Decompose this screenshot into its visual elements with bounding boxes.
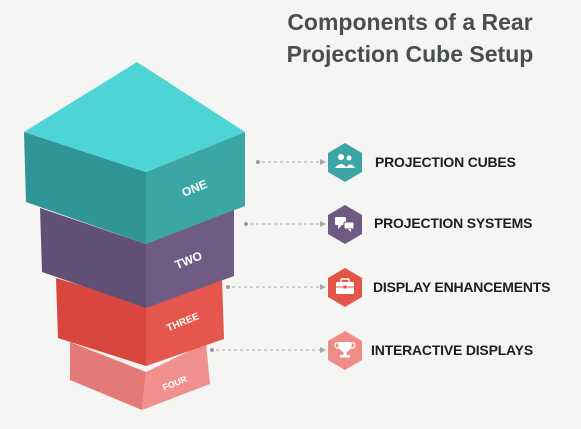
layer-four-right-face <box>142 343 210 410</box>
trophy-icon <box>334 342 356 358</box>
hexagon-four <box>328 331 362 370</box>
layer-four <box>70 342 210 410</box>
label-projection-systems: PROJECTION SYSTEMS <box>374 215 533 231</box>
layer-four-left-face <box>70 342 146 410</box>
label-projection-cubes: PROJECTION CUBES <box>375 154 516 170</box>
connector-two <box>244 221 326 227</box>
title-line-1: Components of a Rear <box>287 9 533 35</box>
layer-two <box>40 208 234 308</box>
hexagon-three <box>328 268 362 307</box>
title-line-2: Projection Cube Setup <box>286 41 534 67</box>
layer-two-right-face <box>146 208 234 308</box>
connector-three <box>226 284 326 290</box>
layer-one-left-face <box>24 132 146 244</box>
chat-icon <box>335 217 355 232</box>
layer-two-left-face <box>40 208 146 308</box>
users-icon <box>335 154 355 168</box>
label-interactive-displays: INTERACTIVE DISPLAYS <box>371 342 533 358</box>
label-display-enhancements: DISPLAY ENHANCEMENTS <box>373 279 551 295</box>
connector-one <box>256 159 326 165</box>
connector-four <box>210 347 326 353</box>
page-title: Components of a Rear Projection Cube Set… <box>250 6 570 70</box>
layer-one <box>24 62 245 244</box>
hexagon-one <box>328 143 362 182</box>
hexagon-two <box>328 205 362 244</box>
toolbox-icon <box>336 278 354 294</box>
layer-one-right-face <box>146 132 245 244</box>
layer-one-top-face <box>24 62 245 172</box>
